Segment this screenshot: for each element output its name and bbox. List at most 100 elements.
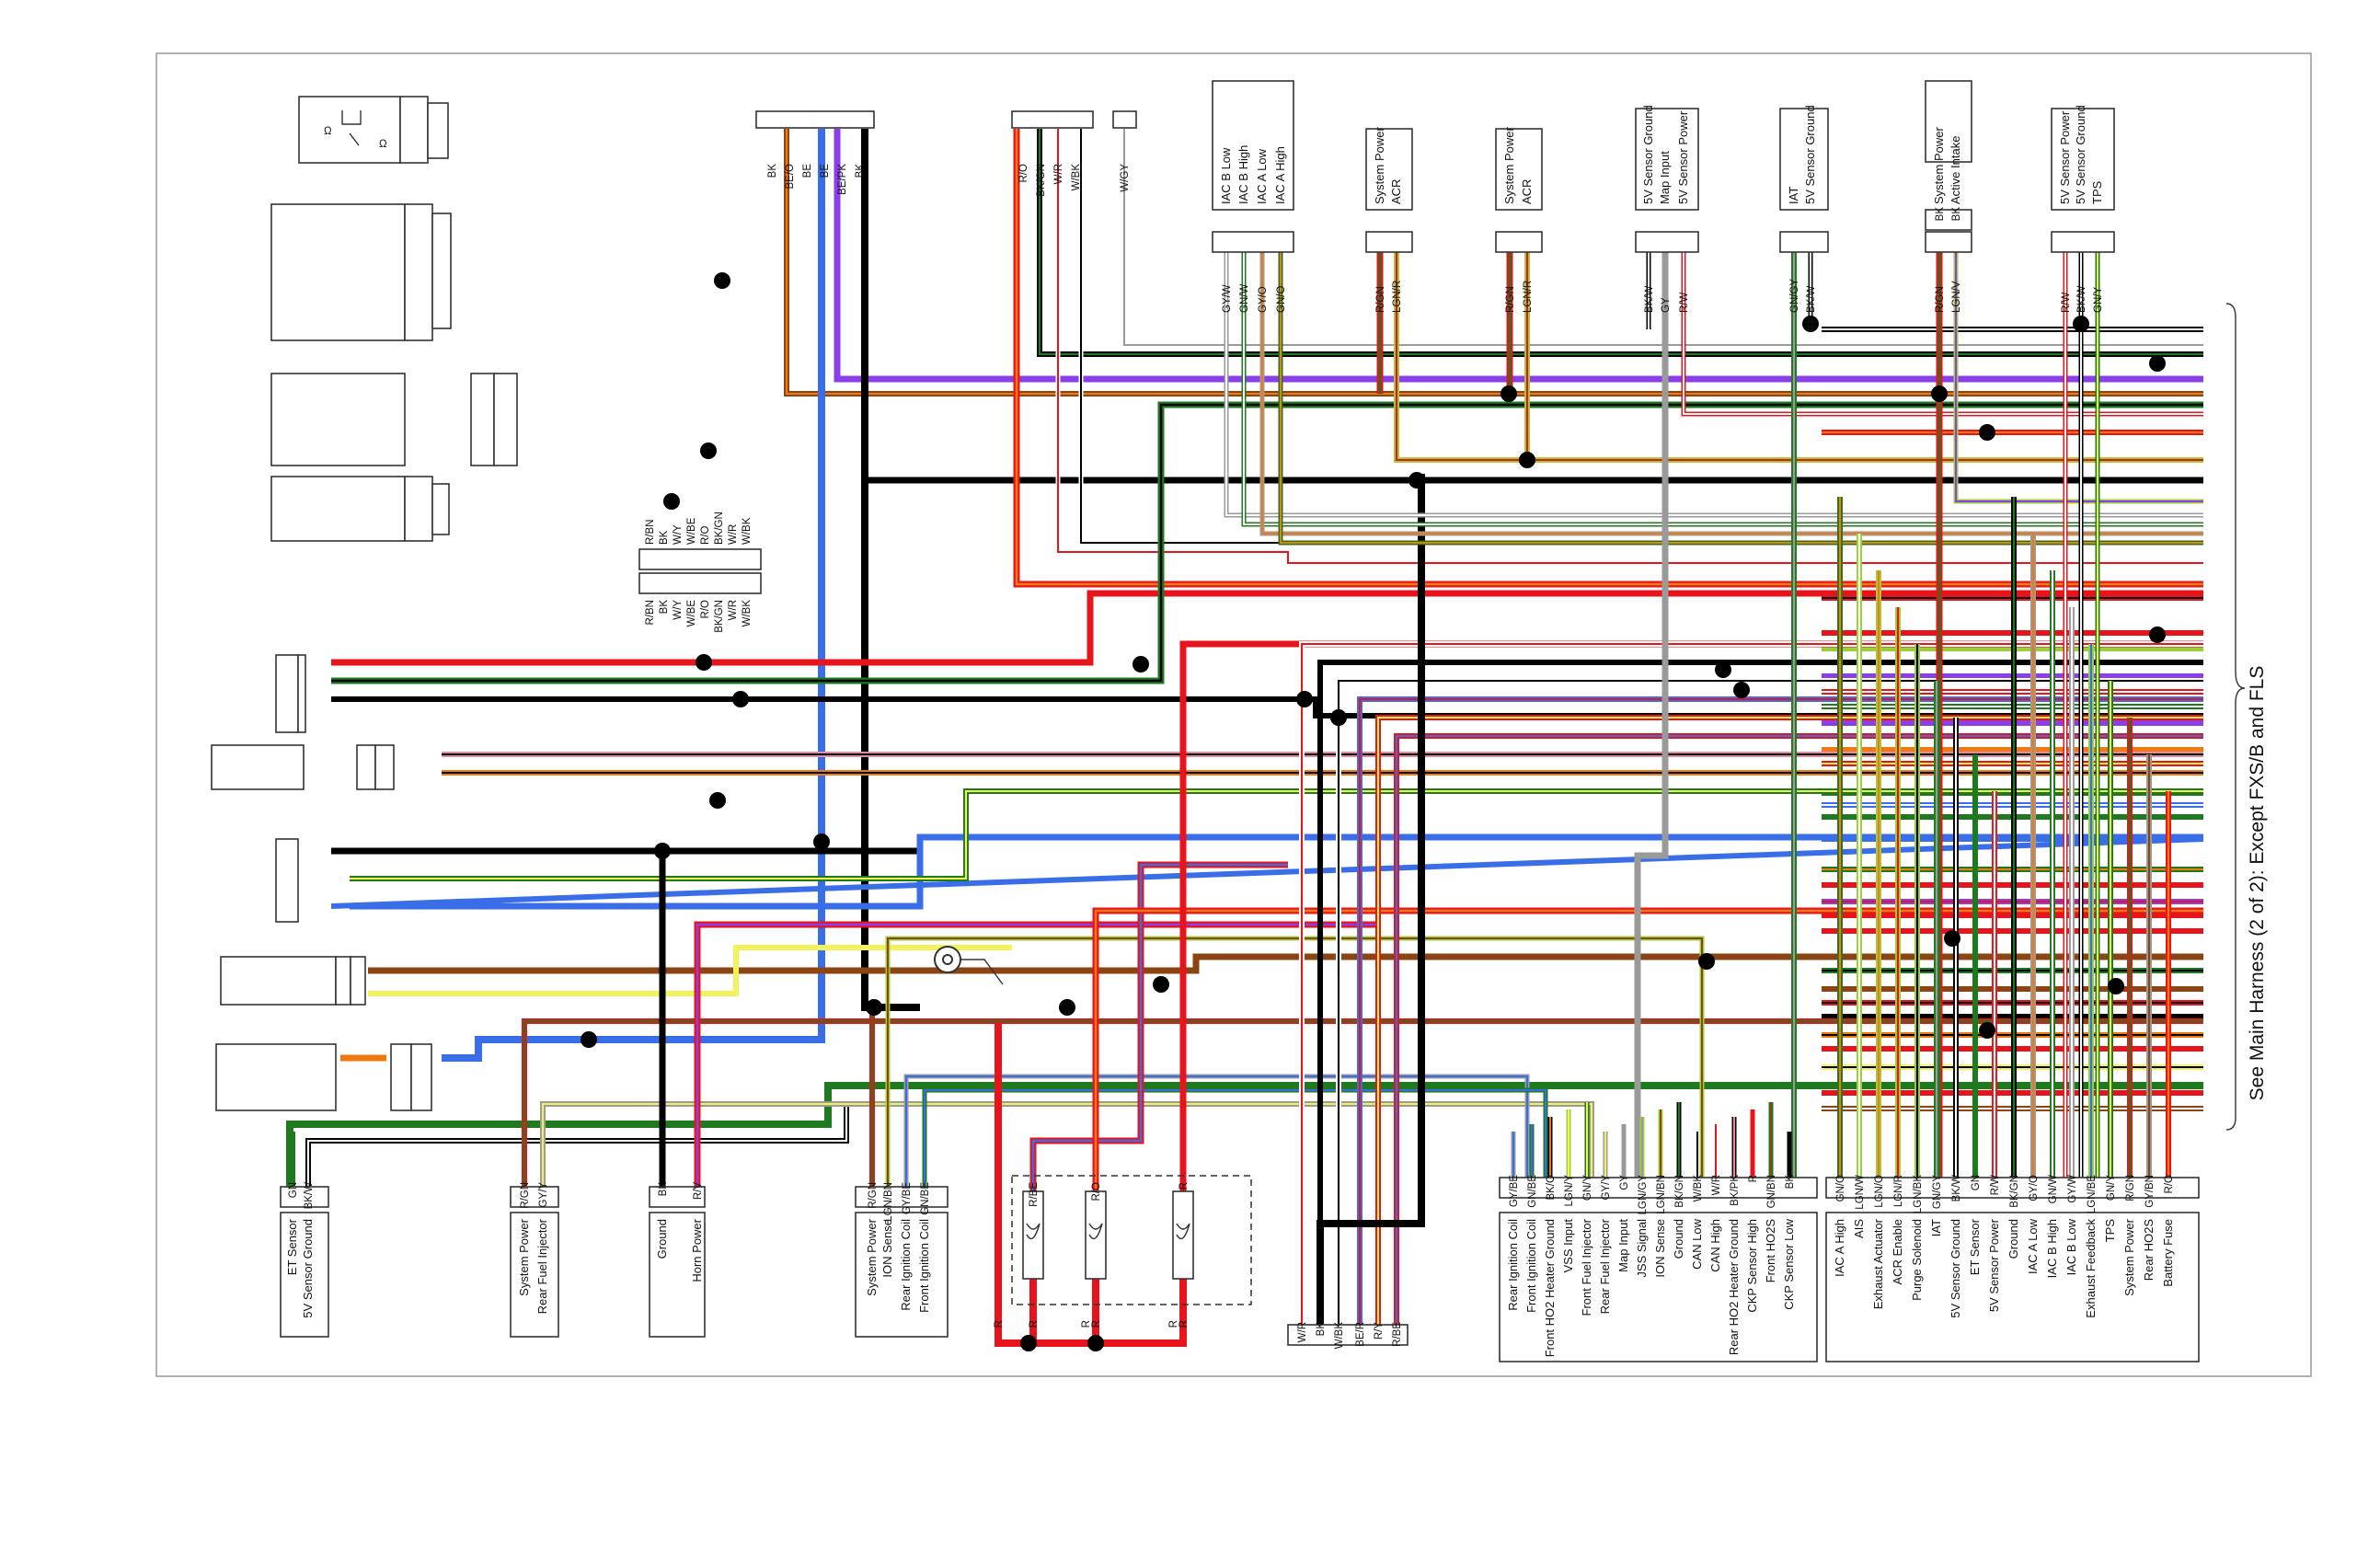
ecm-left-function-0: Rear Ignition Coil <box>1506 1219 1520 1311</box>
splice-dot-8 <box>1133 656 1149 673</box>
acr-front-pin-0: R/GN <box>1375 286 1386 313</box>
ecm-right-function-9: Ground <box>2006 1219 2020 1259</box>
ecm-right-pin-2: LGN/O <box>1874 1175 1885 1208</box>
bottom-connector-pin-4: R/Y <box>1374 1322 1385 1340</box>
ecm-left-pin-1: GN/BE <box>1527 1175 1538 1208</box>
ecm-left-pin-13: R <box>1748 1175 1759 1182</box>
bottom-black-loop <box>1316 474 1425 1325</box>
ecm-connector-right <box>1825 1177 2200 1199</box>
ecm-right-function-0: IAC A High <box>1833 1219 1846 1277</box>
side-connector-1 <box>275 654 306 733</box>
iac-pin-0: GY/W <box>1222 284 1233 313</box>
bottom-connector-pin-2: W/BK <box>1334 1322 1345 1350</box>
splice-dot-4 <box>732 691 749 707</box>
ecm-right-function-17: Battery Fuse <box>2161 1219 2175 1287</box>
ecm-right-function-15: System Power <box>2122 1218 2136 1295</box>
active-intake-mid-connector <box>1925 209 1972 231</box>
run-blue <box>442 129 825 1062</box>
bottom-connector <box>1287 1324 1408 1346</box>
active-intake-pin-1: LGN/V <box>1951 281 1962 313</box>
splice-dot-23 <box>2149 355 2166 372</box>
diagram-frame <box>155 52 2312 1377</box>
splice-dot-1 <box>700 443 717 459</box>
mid-connector-pin-top-0: R/BN <box>645 520 656 545</box>
iac-wire-2-stripe <box>1261 252 2203 535</box>
ecm-left-pin-8: LGN/BN <box>1656 1175 1667 1214</box>
mid-connector-pin-top-2: W/Y <box>673 524 684 545</box>
sensor-block-5 <box>220 956 366 1006</box>
map-connector <box>1635 231 1699 253</box>
iac-label-3: IAC A High <box>1273 146 1287 204</box>
drop-ion-lgnbn <box>885 936 1705 1187</box>
active-intake-label-1: Active Intake <box>1949 136 1962 204</box>
map-label-0: 5V Sensor Ground <box>1641 105 1655 204</box>
splice-dot-22 <box>2073 316 2089 332</box>
active-intake-connector <box>1925 231 1972 253</box>
acr-rear-label-0: System Power <box>1502 127 1516 204</box>
fuses-pin-0: R/BE <box>1029 1182 1040 1207</box>
top-left-pin-5: BK <box>855 164 866 178</box>
map-body <box>1635 108 1699 211</box>
ecm-left-pin-11: W/R <box>1711 1175 1722 1195</box>
iac-wire-1-stripe <box>1243 252 2203 525</box>
mid-connector-pin-bot-1: BK <box>659 600 670 615</box>
splice-dot-2 <box>663 493 680 510</box>
top-mid-pin-3: W/BK <box>1071 164 1082 191</box>
fuse-bottom-red <box>995 1279 1187 1347</box>
tps-label-2: TPS <box>2090 180 2104 204</box>
ecm-right-pin-10: GY/O <box>2029 1175 2040 1201</box>
active-intake-top-pin-1: BK <box>1951 207 1962 222</box>
ion-sense-label-2: Rear Ignition Coil <box>899 1219 913 1311</box>
ecm-right-function-2: Exhaust Actuator <box>1871 1218 1885 1309</box>
acr-rear-pin-1: LGN/R <box>1523 281 1534 313</box>
ohm-symbol: Ω <box>324 126 332 137</box>
splice-dot-27 <box>2108 978 2124 994</box>
iac-connector <box>1212 231 1294 253</box>
ecm-left-pin-5: GY/Y <box>1601 1175 1612 1201</box>
iac-pin-2: GY/O <box>1258 286 1269 313</box>
ecm-right-pin-5: GN/GY <box>1932 1175 1943 1209</box>
top-mid-pin-2: W/R <box>1053 164 1064 184</box>
ecm-right-function-12: IAC B Low <box>2064 1218 2078 1275</box>
acr-rear-label-1: ACR <box>1520 179 1534 204</box>
ecm-left-function-7: JSS Signal <box>1635 1219 1649 1278</box>
ecm-right-function-1: AIS <box>1852 1219 1866 1238</box>
drop-horn-rv <box>694 921 1380 1187</box>
et-sensor-pin-0: GN <box>288 1182 299 1198</box>
run-black-2 <box>861 129 920 1011</box>
fuses-bottom-3: R <box>1091 1320 1102 1328</box>
fuse-red-2-stripe <box>1094 909 2203 1191</box>
iat-label-0: IAT <box>1787 187 1800 204</box>
ecm-right-function-3: ACR Enable <box>1891 1219 1904 1285</box>
top-left-pin-1: BE/O <box>785 164 796 190</box>
ecm-left-function-9: Ground <box>1672 1219 1685 1259</box>
mid-connector-pin-top-4: R/O <box>700 526 711 546</box>
ecm-left-pin-12: BK/PK <box>1730 1175 1741 1206</box>
ecm-left-function-1: Front Ignition Coil <box>1524 1219 1538 1313</box>
iac-wire-3-stripe <box>1280 252 2203 544</box>
ecm-right-function-7: ET Sensor <box>1968 1218 1982 1275</box>
mid-connector-pin-bot-2: W/Y <box>673 600 684 620</box>
ecm-left-function-11: CAN High <box>1708 1219 1722 1272</box>
horn-label-0: Ground <box>655 1219 669 1259</box>
mid-connector-pin-top-5: BK/GN <box>714 512 725 545</box>
top-left-pin-2: BE <box>802 164 813 178</box>
ecm-left-pin-0: GY/BE <box>1509 1175 1520 1207</box>
ecm-right-pin-1: LGN/W <box>1855 1175 1866 1210</box>
run-blue-2 <box>330 836 2204 909</box>
ion-body <box>855 1212 949 1338</box>
ecm-left-function-6: Map Input <box>1616 1219 1630 1272</box>
fuses-bottom-5: R <box>1179 1320 1190 1328</box>
top-left-pin-0: BK <box>767 164 778 178</box>
run-red-1-stripe <box>1015 129 2203 586</box>
ecm-right-pin-11: GN/W <box>2048 1175 2059 1203</box>
tps-body <box>2051 108 2115 211</box>
ecm-right-function-5: IAT <box>1929 1219 1943 1236</box>
rear-injector-label-1: Rear Fuel Injector <box>535 1218 549 1314</box>
iac-wire-0 <box>1224 252 2203 518</box>
ecm-left-function-3: VSS Input <box>1561 1219 1575 1273</box>
drop-ion-gybe-stripe <box>905 1075 1528 1187</box>
active-intake-label-0: System Power <box>1932 127 1946 204</box>
mid-connector-pin-bot-7: W/BK <box>742 600 753 627</box>
